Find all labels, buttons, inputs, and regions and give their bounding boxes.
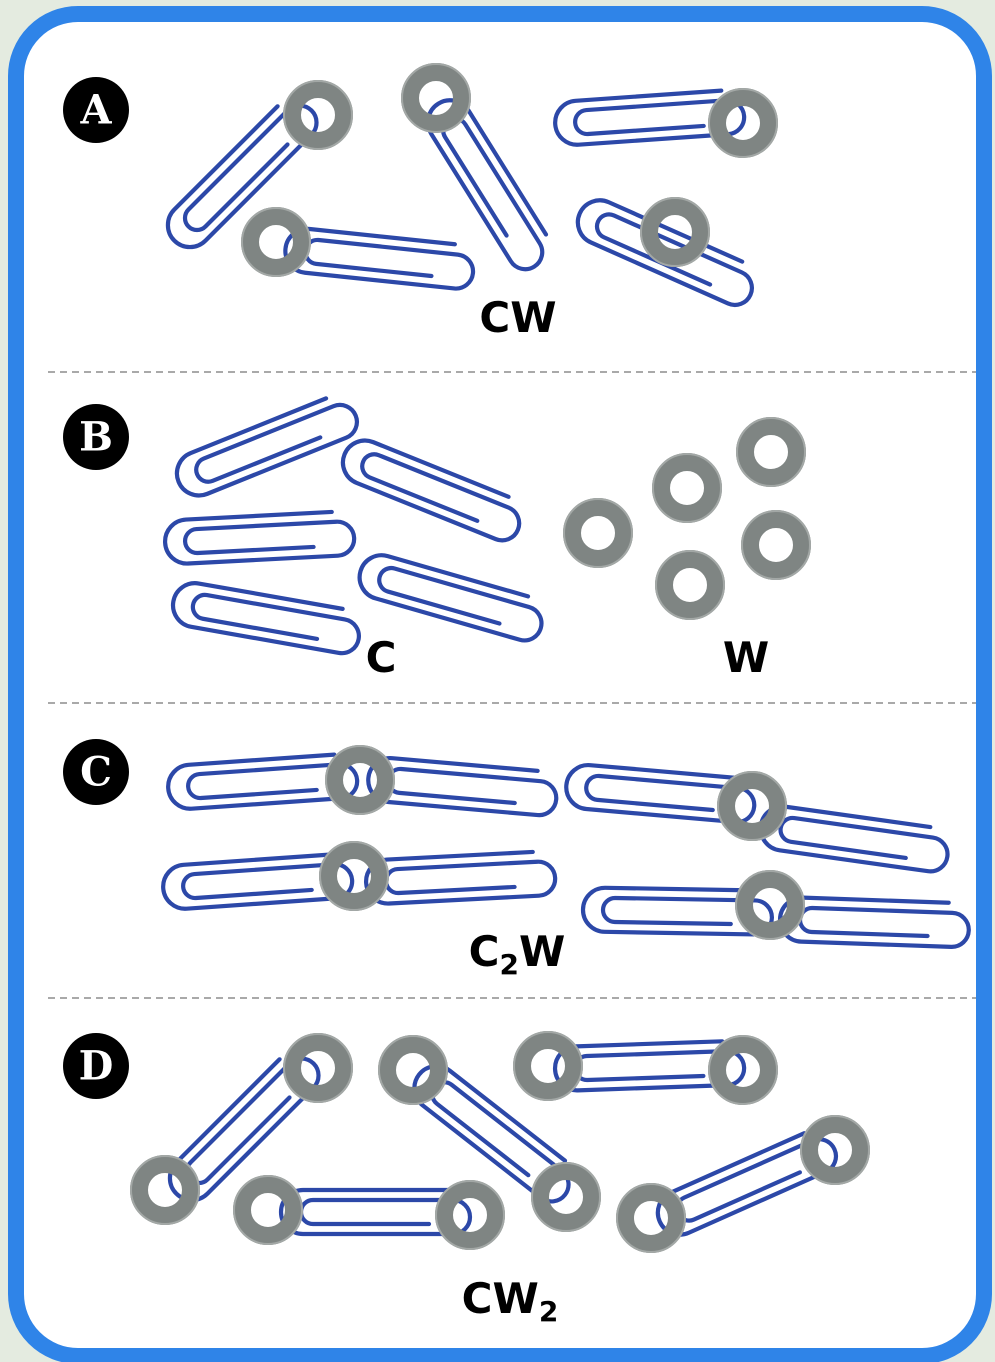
formula-b-washer: W — [723, 633, 769, 682]
svg-text:B: B — [79, 414, 113, 461]
badge-c: C — [63, 739, 129, 805]
svg-text:C: C — [80, 749, 112, 796]
svg-text:A: A — [79, 87, 112, 134]
badge-b: B — [63, 404, 129, 470]
formula-b-clip: C — [366, 633, 397, 682]
badge-d: D — [63, 1033, 129, 1099]
formula-a: CW — [479, 293, 556, 342]
badge-a: A — [63, 77, 129, 143]
svg-text:D: D — [79, 1043, 114, 1090]
